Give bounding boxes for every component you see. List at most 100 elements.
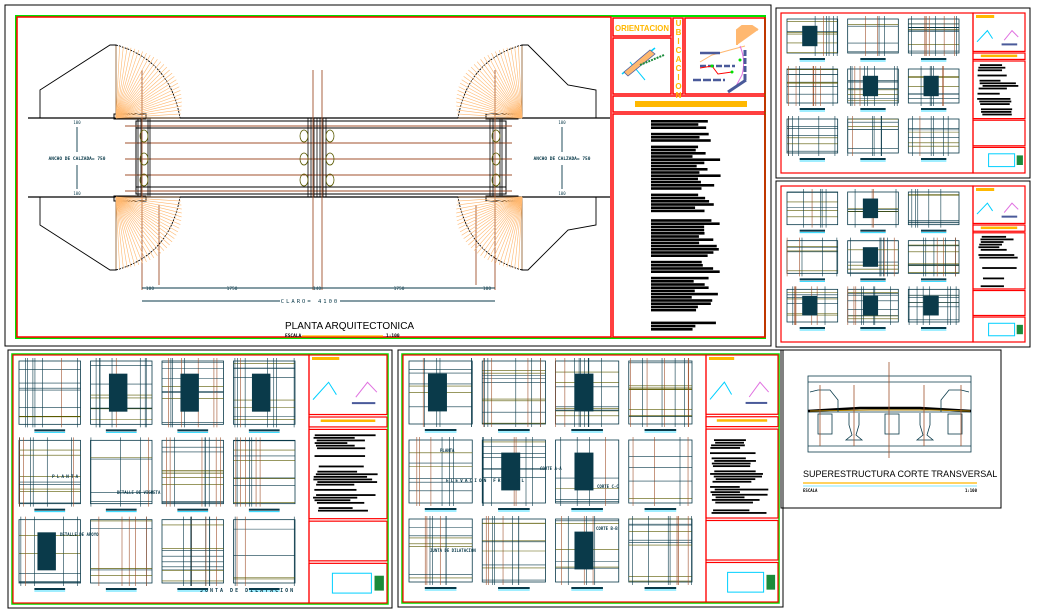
slope-hatch-line (115, 82, 179, 119)
note-text-line (651, 270, 720, 273)
note-text-line (978, 246, 1000, 249)
slope-hatch-line (115, 196, 181, 225)
note-text-line (978, 87, 1007, 90)
revision-box (705, 519, 779, 561)
roadway-width-left: ANCHO DE CALZADA= 750 (49, 156, 106, 162)
note-text-line (711, 499, 760, 501)
sheet-border (4, 4, 772, 347)
slope-hatch-line (468, 69, 523, 119)
location-map (748, 381, 770, 398)
slope-hatch-line (115, 76, 175, 119)
note-text-line (979, 243, 1002, 246)
slope-hatch-line (457, 196, 523, 225)
slope-hatch-line (456, 109, 523, 119)
slope-hatch-line (115, 79, 177, 119)
note-text-line (651, 171, 700, 174)
note-text-line (651, 120, 708, 123)
slope-hatch-line (510, 46, 523, 119)
note-text-line (713, 475, 762, 478)
slope-hatch-line (459, 196, 523, 233)
note-text-line (711, 457, 746, 460)
note-text-line (715, 441, 744, 444)
reinforcement-hatch (923, 75, 939, 97)
dim-top-left: 100 (73, 120, 81, 125)
detail-outline (233, 519, 296, 584)
note-text-line (651, 164, 697, 168)
location-label-box (672, 17, 684, 95)
slope-hatch-line (470, 66, 523, 119)
notes-box (705, 428, 779, 519)
orientation-label-bar (312, 357, 340, 360)
detail-title (799, 229, 825, 232)
note-text-line (979, 256, 1018, 259)
view-label: ELEVACION FRONTAL (446, 478, 526, 484)
note-text-line (651, 283, 705, 286)
dim-top-right: 100 (558, 120, 566, 125)
main-sheet[interactable]: ORIENTACION (4, 4, 772, 347)
sheet-superstructure-details[interactable] (775, 7, 1031, 179)
note-text-line (982, 267, 1017, 269)
note-text-line (651, 276, 709, 280)
note-text-line (982, 113, 1012, 116)
note-text-line (714, 488, 769, 491)
location-map-road (1001, 43, 1018, 46)
sheet-foundation-details[interactable] (7, 349, 393, 609)
slope-hatch-line (514, 46, 523, 119)
note-text-line (651, 254, 708, 257)
title-strip-box (705, 416, 779, 428)
sheet-pier-details[interactable] (397, 349, 784, 608)
slope-hatch-line (456, 196, 523, 222)
cross-section-sheet[interactable]: SUPERESTRUCTURA CORTE TRANSVERSAL ESCALA… (780, 349, 1002, 509)
slope-hatch-line (115, 196, 173, 243)
note-text-line (317, 481, 378, 483)
slope-hatch-line (495, 196, 523, 264)
detail-title (177, 508, 209, 511)
slope-hatch-line (506, 47, 523, 119)
detail-title (498, 587, 530, 589)
bearing-pad (299, 173, 309, 187)
orientation-label-bar (709, 357, 735, 360)
note-text-line (978, 254, 1015, 256)
note-text-line (651, 228, 705, 232)
slope-hatch-line (115, 109, 182, 119)
detail-outline (408, 439, 473, 504)
note-text-line (313, 496, 358, 499)
note-text-line (651, 302, 711, 305)
note-text-line (714, 470, 756, 473)
note-text-line (651, 219, 712, 222)
detail-outline (847, 18, 899, 54)
drawing-area-frame (16, 16, 612, 338)
slope-hatch-line (502, 196, 523, 267)
logo-icon (374, 575, 384, 591)
reinforcement-hatch (923, 295, 939, 316)
note-text-line (651, 264, 703, 267)
slope-hatch-line (487, 54, 523, 119)
slope-hatch-line (115, 196, 136, 267)
bearing-pad (139, 129, 149, 143)
note-text-line (651, 187, 702, 190)
sheet-border (7, 349, 393, 609)
note-text-line (651, 321, 716, 325)
note-text-line (316, 483, 355, 486)
span-dim-1: 100 (146, 286, 154, 292)
detail-title (571, 508, 603, 510)
note-text-line (710, 447, 741, 449)
sheet-substructure-details[interactable] (775, 180, 1031, 348)
note-text-line (710, 491, 740, 494)
slope-hatch-line (115, 72, 173, 119)
note-text-line (711, 444, 745, 447)
cross-section-scale-value: 1:100 (965, 488, 978, 493)
detail-outline (907, 191, 960, 226)
location-box (972, 12, 1026, 53)
slope-hatch-line (115, 90, 181, 119)
note-text-line (315, 473, 378, 476)
detail-title (498, 508, 530, 510)
slope-hatch-line (115, 196, 151, 261)
note-text-line (979, 64, 1003, 66)
location-map (1003, 29, 1019, 41)
note-text-line (711, 462, 751, 465)
note-text-line (651, 123, 699, 126)
slope-hatch-fans (115, 46, 523, 269)
slope-hatch-line (473, 64, 523, 119)
